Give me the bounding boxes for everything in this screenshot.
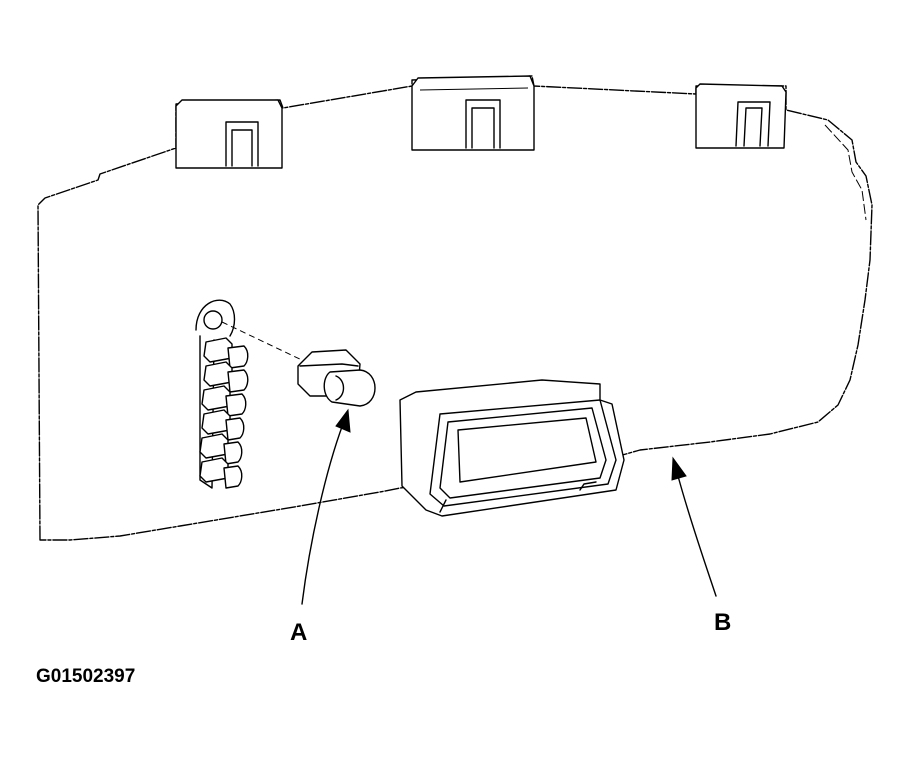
- callout-label-b: B: [714, 609, 731, 636]
- socket-3: [201, 385, 247, 417]
- arrow-b: [671, 456, 717, 597]
- mounting-tab-right: [695, 83, 787, 149]
- socket-6: [199, 457, 243, 489]
- removed-bulb-socket: [221, 321, 376, 407]
- socket-hole-icon: [203, 310, 223, 330]
- socket-2: [203, 361, 249, 393]
- arrow-a: [301, 408, 351, 605]
- socket-4: [201, 409, 245, 441]
- connector-port: [399, 379, 625, 517]
- figure-id: G01502397: [36, 666, 135, 687]
- mounting-tab-left: [175, 99, 283, 169]
- mounting-tab-center: [411, 75, 535, 151]
- socket-1: [203, 337, 249, 369]
- callout-label-a: A: [290, 619, 307, 646]
- bulb-sockets: [199, 337, 249, 489]
- socket-5: [199, 433, 243, 465]
